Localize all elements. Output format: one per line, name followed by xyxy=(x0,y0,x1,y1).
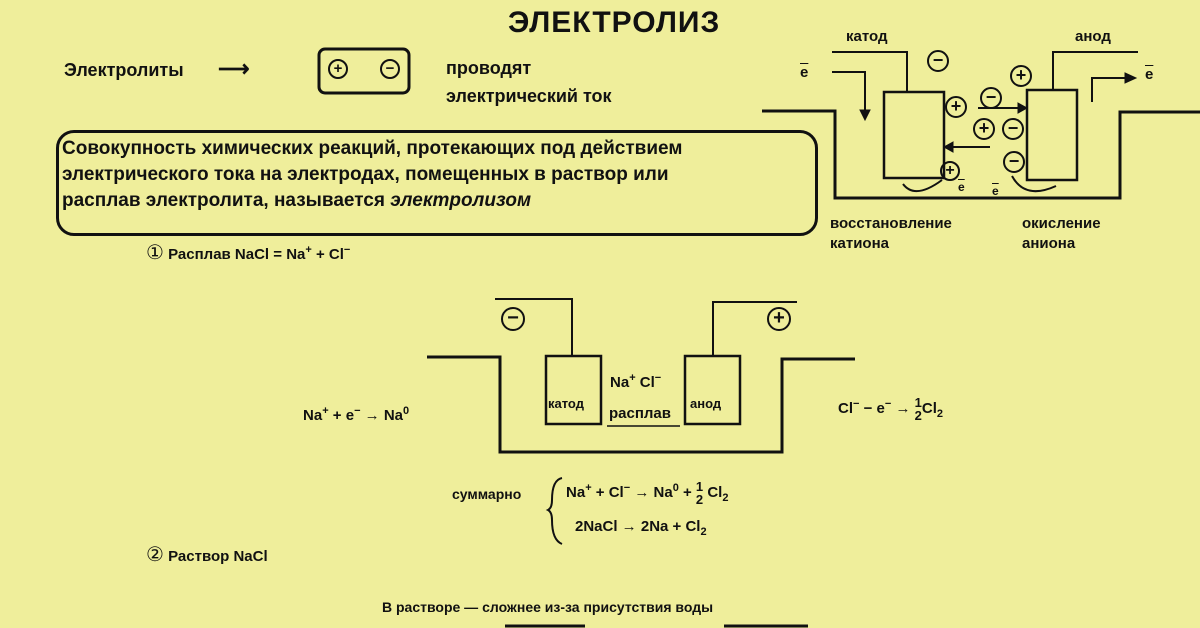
caption-line: восстановление xyxy=(830,215,952,232)
summary-molecular: 2NaCl → 2Na + Cl2 xyxy=(575,518,707,538)
melt-ions: Na+ Cl− xyxy=(610,372,661,391)
caption-line: катиона xyxy=(830,235,889,252)
r: Na xyxy=(303,407,323,424)
definition-line: электрического тока на электродах, помещ… xyxy=(62,164,669,185)
definition-text: Совокупность химических реакций, протека… xyxy=(62,136,682,214)
electron-out: e xyxy=(1145,66,1154,83)
footer-text: В растворе — сложнее из-за присутствия в… xyxy=(382,599,714,615)
minus-icon: − xyxy=(380,59,400,79)
cathode-caption: восстановление катиона xyxy=(830,214,952,254)
summary-label: суммарно xyxy=(452,486,522,502)
r: Cl xyxy=(838,399,853,417)
electrolyte-box xyxy=(317,47,411,95)
plus-terminal-icon: + xyxy=(767,307,791,331)
plus-icon: + xyxy=(328,59,348,79)
i: Cl xyxy=(635,374,655,391)
plus-icon: + xyxy=(1010,65,1032,87)
h: + xyxy=(305,244,312,256)
plus-icon: + xyxy=(973,118,995,140)
cathode-reaction: Na+ + e− → Na0 xyxy=(303,405,409,424)
section1-heading: ① Расплав NaCl = Na+ + Cl− xyxy=(146,240,350,265)
anode-caption: окисление аниона xyxy=(1022,214,1101,254)
electron-cathode: e xyxy=(958,180,965,194)
h: + Cl xyxy=(311,246,344,263)
i: Na xyxy=(610,374,630,391)
r: 0 xyxy=(403,405,410,417)
definition-line: Совокупность химических реакций, протека… xyxy=(62,138,683,159)
r: Na xyxy=(566,483,586,501)
num: 1 xyxy=(914,395,922,410)
i: − xyxy=(654,372,662,384)
definition-line: расплав электролита, называется xyxy=(62,190,385,211)
electrolytes-label: Электролиты xyxy=(64,60,184,80)
minus-icon: − xyxy=(1002,118,1024,140)
r: 2 xyxy=(722,491,729,504)
r: → Na xyxy=(630,483,673,501)
section2-heading: ② Раствор NaCl xyxy=(146,542,268,567)
r: − xyxy=(884,397,892,410)
melt-vessel xyxy=(427,355,855,454)
page-title: ЭЛЕКТРОЛИЗ xyxy=(508,6,721,39)
r: + xyxy=(585,481,592,494)
top-anode xyxy=(1025,88,1079,182)
r: 2NaCl → 2Na + Cl xyxy=(575,518,701,535)
h: Раствор NaCl xyxy=(168,548,268,565)
den: 2 xyxy=(914,408,922,423)
conducts-line1: проводят xyxy=(446,58,532,78)
r: − xyxy=(623,481,631,494)
num: 1 xyxy=(695,479,704,494)
electron-anode: e xyxy=(992,184,999,198)
r: → xyxy=(891,399,915,417)
anode-label: анод xyxy=(1075,28,1111,45)
minus-terminal-icon: − xyxy=(501,307,525,331)
caption-line: окисление xyxy=(1022,215,1101,232)
marker: ② xyxy=(146,544,164,566)
r: − xyxy=(354,405,361,417)
r: Cl xyxy=(703,483,723,501)
h: Расплав NaCl = Na xyxy=(168,246,306,263)
melt-cathode xyxy=(544,354,603,426)
minus-icon: − xyxy=(1003,151,1025,173)
plus-icon: + xyxy=(945,96,967,118)
r: 2 xyxy=(936,407,944,420)
plus-icon: + xyxy=(940,161,960,181)
melt-anode xyxy=(683,354,742,426)
caption-line: аниона xyxy=(1022,235,1076,252)
r: + xyxy=(678,483,696,501)
conducts-line2: электрический ток xyxy=(446,86,612,106)
cathode-label: катод xyxy=(846,28,888,45)
minus-icon: − xyxy=(927,50,949,72)
electron-in: e xyxy=(800,64,809,81)
marker: ① xyxy=(146,242,164,264)
r: + Cl xyxy=(591,483,624,501)
r: + xyxy=(322,405,329,417)
melt-anode-label: анод xyxy=(690,396,722,411)
r: → Na xyxy=(360,407,404,424)
definition-term: электролизом xyxy=(390,190,532,211)
r: 0 xyxy=(672,481,679,494)
r: 2 xyxy=(700,526,707,538)
r: Cl xyxy=(921,399,937,417)
melt-cathode-label: катод xyxy=(548,396,584,411)
definition-box xyxy=(56,130,818,236)
melt-label: расплав xyxy=(609,405,671,422)
arrow-icon: ⟶ xyxy=(218,56,250,81)
top-vessel xyxy=(762,109,1200,200)
minus-icon: − xyxy=(980,87,1002,109)
den: 2 xyxy=(695,492,704,507)
i: + xyxy=(629,372,636,384)
r: − e xyxy=(859,399,885,417)
h: − xyxy=(343,244,351,256)
top-cathode xyxy=(882,90,946,180)
r: + e xyxy=(328,407,355,424)
r: − xyxy=(853,397,860,410)
